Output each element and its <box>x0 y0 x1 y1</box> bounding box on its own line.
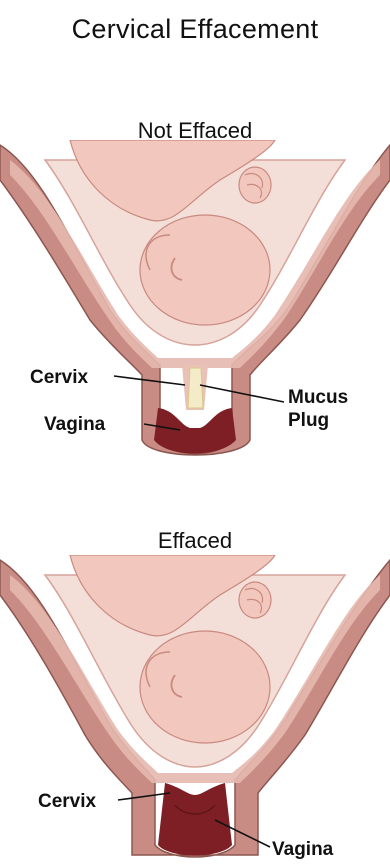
page-title: Cervical Effacement <box>0 14 390 45</box>
effaced-diagram: Cervix Vagina <box>0 555 390 865</box>
mucus-plug <box>188 368 203 408</box>
vagina-label: Vagina <box>44 414 106 435</box>
panel-heading-effaced: Effaced <box>0 528 390 554</box>
plug-label: Plug <box>288 410 329 431</box>
cervix-label: Cervix <box>38 791 97 812</box>
vagina-shape <box>154 408 236 454</box>
mucus-label: Mucus <box>288 387 348 408</box>
cervix-label: Cervix <box>30 367 89 388</box>
vagina-label: Vagina <box>272 839 334 860</box>
not-effaced-diagram: Cervix Vagina Mucus Plug <box>0 140 390 470</box>
